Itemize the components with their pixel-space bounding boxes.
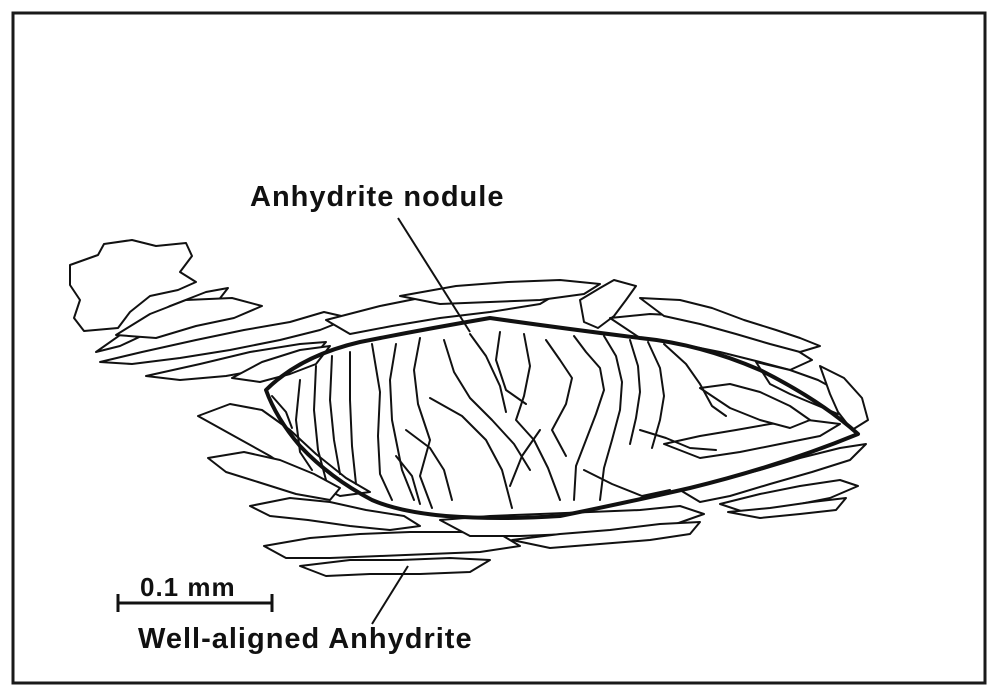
aligned-anhydrite-label: Well-aligned Anhydrite	[138, 623, 473, 655]
crystal-boundary	[546, 340, 572, 456]
crystal-boundary	[396, 456, 420, 504]
aligned-grain	[400, 280, 600, 304]
scale-bar-label: 0.1 mm	[140, 572, 236, 602]
crystal-boundary	[510, 430, 540, 486]
crystal-boundary	[430, 398, 512, 508]
crystal-boundary	[516, 334, 560, 500]
crystal-boundary	[372, 344, 392, 500]
crystal-boundary	[574, 336, 604, 500]
aligned-grain	[300, 558, 490, 576]
nodule-label: Anhydrite nodule	[250, 181, 504, 213]
crystal-boundary	[600, 336, 622, 500]
aligned-anhydrite-grains	[96, 280, 868, 576]
crystal-boundary	[330, 356, 340, 474]
scale-bar: 0.1 mm	[118, 572, 272, 612]
crystal-boundary	[414, 338, 432, 508]
crystal-boundary	[584, 470, 670, 496]
crystal-boundary	[390, 344, 414, 500]
crystal-boundary	[350, 352, 356, 484]
crystal-boundary	[648, 342, 664, 448]
aligned-grain	[250, 498, 420, 530]
crystal-boundary	[630, 340, 640, 444]
crystal-boundary	[496, 332, 526, 404]
